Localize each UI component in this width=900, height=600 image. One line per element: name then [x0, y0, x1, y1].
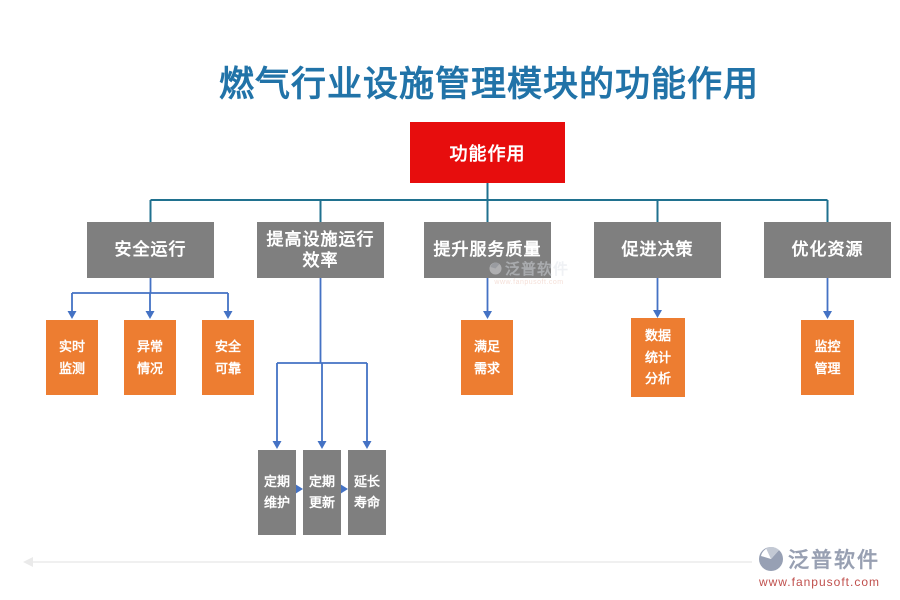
node-leaf-monitoring-management: 监控 管理	[801, 320, 854, 395]
node-subleaf-regular-updates: 定期 更新	[303, 450, 341, 535]
node-leaf-data-statistics-analysis: 数据 统计 分析	[631, 318, 685, 397]
node-subleaf-extend-lifespan: 延长 寿命	[348, 450, 386, 535]
footer-brand: 泛普软件 www.fanpusoft.com	[758, 544, 880, 589]
fanpu-logo-icon	[759, 546, 783, 571]
node-branch-safe-operation: 安全运行	[87, 222, 214, 278]
node-leaf-safe-reliable: 安全 可靠	[202, 320, 254, 395]
node-branch-promote-decisions: 促进决策	[594, 222, 721, 278]
watermark-url-text: www.fanpusoft.com	[494, 279, 564, 286]
node-leaf-realtime-monitoring: 实时 监测	[46, 320, 98, 395]
footer-brand-text: 泛普软件	[788, 549, 880, 572]
node-leaf-meet-demand: 满足 需求	[461, 320, 513, 395]
node-branch-service-quality: 提升服务质量	[424, 222, 551, 278]
node-leaf-anomaly-situations: 异常 情况	[124, 320, 176, 395]
node-branch-improve-efficiency: 提高设施运行 效率	[257, 222, 384, 278]
node-subleaf-regular-maintenance: 定期 维护	[258, 450, 296, 535]
node-root-function-role: 功能作用	[410, 122, 565, 183]
node-branch-optimize-resources: 优化资源	[764, 222, 891, 278]
page-title: 燃气行业设施管理模块的功能作用	[218, 65, 759, 104]
footer-brand-url: www.fanpusoft.com	[758, 575, 880, 589]
